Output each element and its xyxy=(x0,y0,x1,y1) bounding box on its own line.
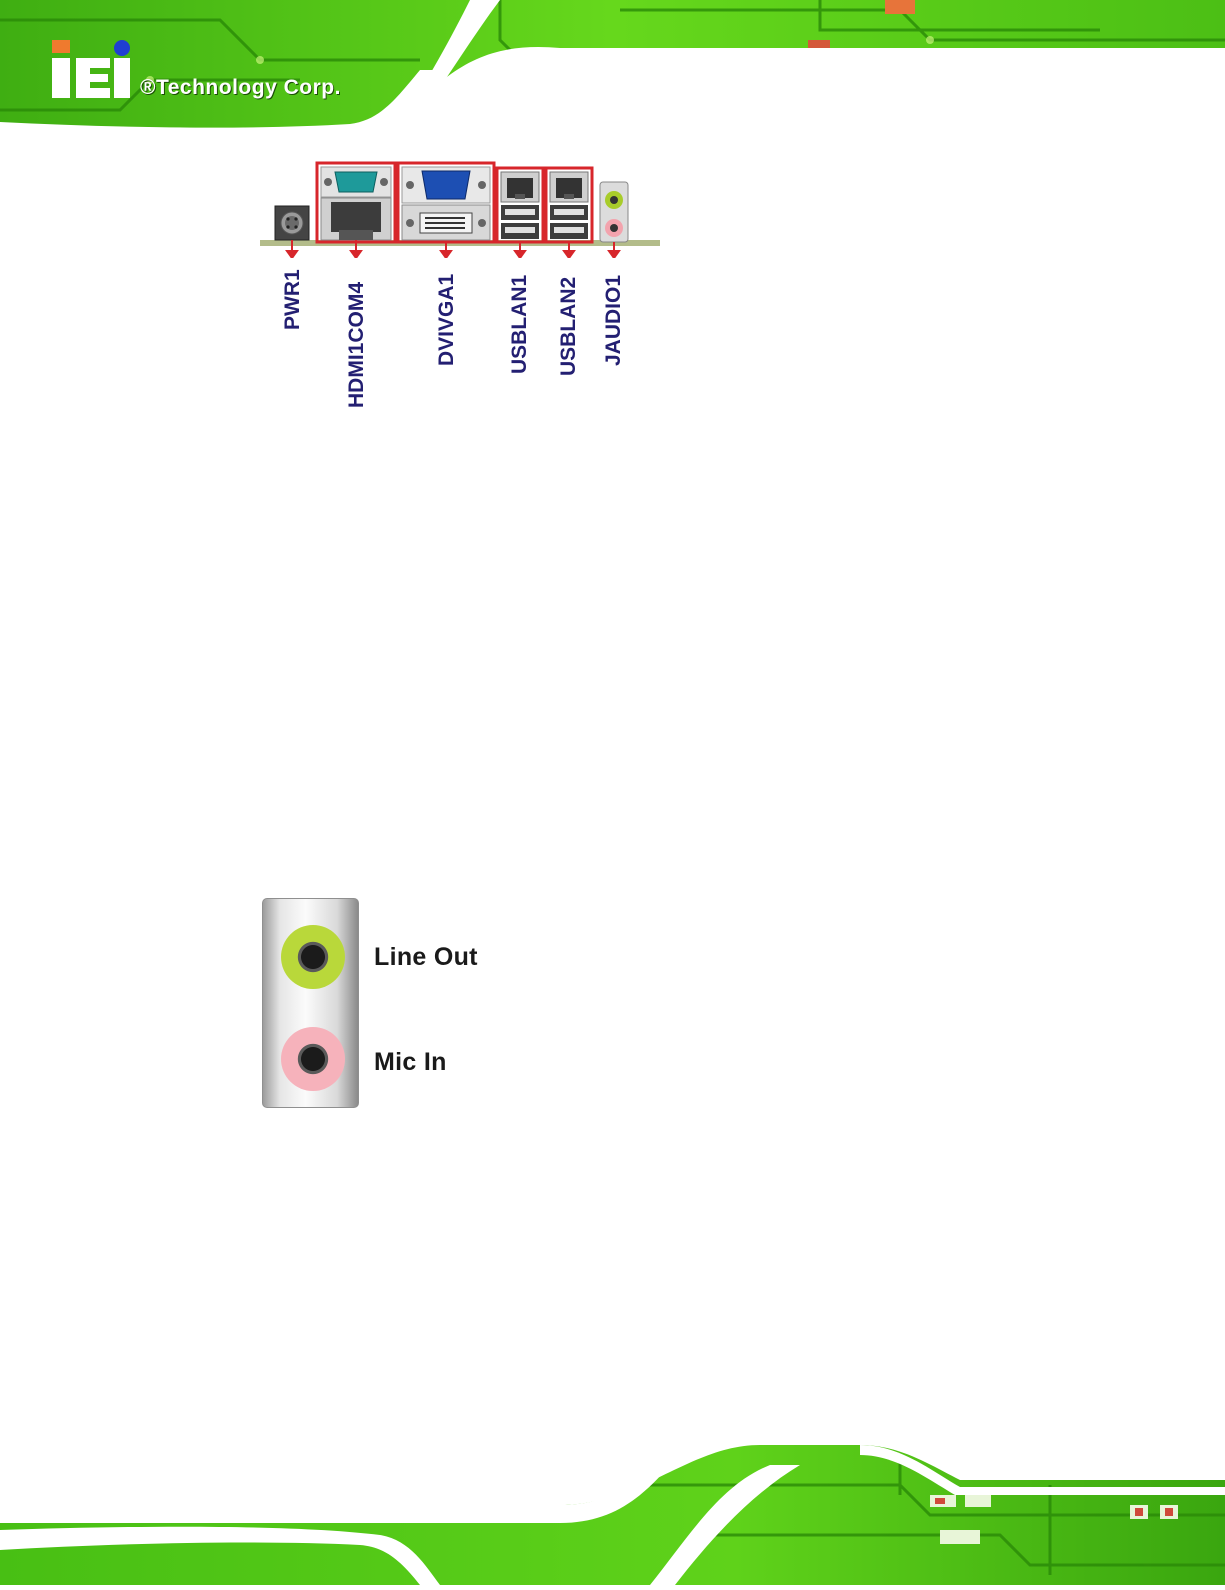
connector-label-hdmi1com4: HDMI1COM4 xyxy=(345,282,369,408)
connector-label-pwr1: PWR1 xyxy=(281,269,305,330)
audio-jack-panel xyxy=(262,898,359,1108)
mic-in-jack-icon xyxy=(281,1027,345,1091)
connector-label-jaudio1: JAUDIO1 xyxy=(602,275,626,366)
header-banner: ®Technology Corp. xyxy=(0,0,1225,145)
iei-logo-mark xyxy=(48,38,138,103)
power-jack-icon xyxy=(275,206,309,240)
connector-label-dvivga1: DVIVGA1 xyxy=(435,274,459,366)
footer-banner xyxy=(0,1425,1225,1585)
line-out-jack-icon xyxy=(281,925,345,989)
circuit-board-footer xyxy=(0,1425,1225,1585)
logo-tagline: ®Technology Corp. xyxy=(140,76,341,100)
usb-lan-2-connector-icon xyxy=(546,168,592,242)
usb-lan-1-connector-icon xyxy=(497,168,543,242)
mic-in-label: Mic In xyxy=(374,1048,447,1077)
rear-panel-figure: PWR1 HDMI1COM4 DVIVGA1 USBLAN1 USBLAN2 J… xyxy=(255,158,675,418)
dvi-vga-connector-icon xyxy=(398,163,494,242)
line-out-label: Line Out xyxy=(374,943,478,972)
hdmi-com-connector-icon xyxy=(317,163,395,242)
connector-label-usblan1: USBLAN1 xyxy=(508,275,532,374)
connector-label-usblan2: USBLAN2 xyxy=(557,277,581,376)
audio-connector-icon xyxy=(600,182,628,242)
rear-panel-drawing xyxy=(255,158,675,258)
